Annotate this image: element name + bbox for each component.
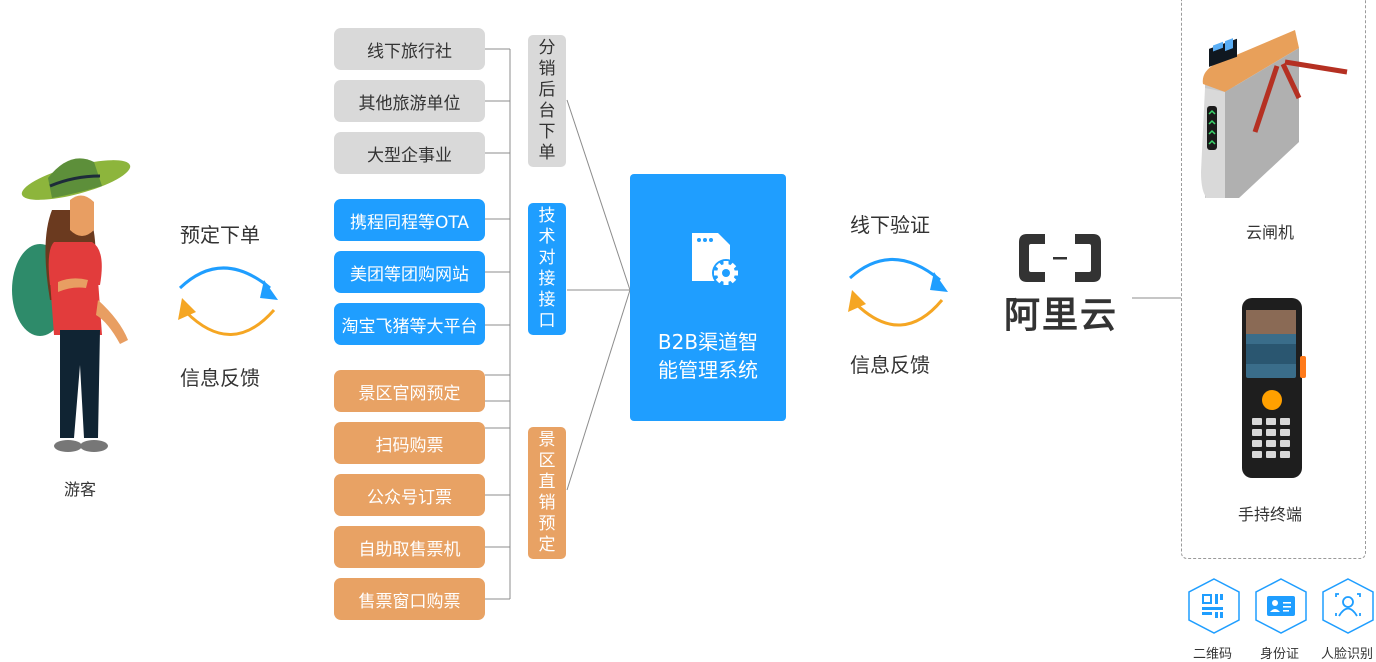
channel-orange-4: 自助取售票机 — [334, 526, 485, 568]
aliyun-logo-icon — [1019, 234, 1101, 282]
group-char: 定 — [538, 535, 556, 555]
turnstile-gate-image — [1201, 30, 1348, 198]
verify-label: 线下验证 — [850, 213, 930, 237]
feedback-label-right: 信息反馈 — [850, 353, 930, 377]
device-label-gate: 云闸机 — [1246, 223, 1295, 242]
group-char: 接 — [538, 269, 556, 289]
group-char: 区 — [538, 451, 556, 471]
group-char: 景 — [538, 430, 556, 450]
group-char: 直 — [538, 472, 556, 492]
devices-container — [1181, 0, 1366, 559]
channel-orange-5: 售票窗口购票 — [334, 578, 485, 620]
blue-arrowhead — [930, 272, 948, 292]
group-char: 后 — [538, 80, 556, 100]
document-gear-icon — [692, 233, 740, 287]
qr-code-icon — [1188, 578, 1240, 634]
group-char: 单 — [538, 143, 556, 163]
channel-orange-3: 公众号订票 — [334, 474, 485, 516]
blue-arrow-arc — [848, 258, 941, 282]
channel-orange-2: 扫码购票 — [334, 422, 485, 464]
blue-arrow-arc — [178, 266, 271, 290]
channel-orange-1: 景区官网预定 — [334, 370, 485, 412]
channel-gray-2: 其他旅游单位 — [334, 80, 485, 122]
face-recognition-icon — [1322, 578, 1374, 634]
handheld-terminal-image — [1242, 298, 1306, 478]
group-direct: 景 区 直 销 预 定 — [528, 427, 566, 559]
central-title-line2: 能管理系统 — [658, 358, 758, 382]
device-label-handheld: 手持终端 — [1238, 505, 1303, 524]
verify-label-qr: 二维码 — [1193, 647, 1233, 662]
verify-label-face: 人脸识别 — [1321, 647, 1374, 662]
group-char: 分 — [538, 38, 556, 58]
verify-label-id: 身份证 — [1260, 647, 1300, 662]
central-system-box: B2B渠道智 能管理系统 — [630, 174, 786, 421]
group-char: 销 — [538, 493, 556, 513]
group-char: 预 — [538, 514, 556, 534]
channel-blue-3: 淘宝飞猪等大平台 — [334, 303, 485, 345]
orange-arrowhead — [178, 298, 196, 320]
group-char: 台 — [538, 101, 556, 121]
channel-gray-1: 线下旅行社 — [334, 28, 485, 70]
tourist-illustration — [12, 158, 131, 452]
channel-gray-3: 大型企事业 — [334, 132, 485, 174]
channel-blue-1: 携程同程等OTA — [334, 199, 485, 241]
orange-arrow-arc — [854, 299, 944, 327]
group-char: 下 — [538, 122, 556, 142]
group-char: 对 — [538, 248, 556, 268]
group-char: 术 — [538, 227, 556, 247]
order-label: 预定下单 — [180, 223, 260, 247]
tourist-label: 游客 — [64, 480, 97, 499]
id-card-icon — [1255, 578, 1307, 634]
group-char: 技 — [538, 206, 556, 226]
orange-arrowhead — [848, 290, 866, 312]
group-char: 口 — [538, 311, 556, 331]
central-title-line1: B2B渠道智 — [657, 330, 759, 354]
group-char: 销 — [538, 59, 556, 79]
channel-blue-2: 美团等团购网站 — [334, 251, 485, 293]
feedback-label-left: 信息反馈 — [180, 366, 260, 390]
cloud-name: 阿里云 — [1004, 295, 1119, 336]
blue-arrowhead — [260, 280, 278, 300]
exchange-arrows-right — [848, 258, 948, 327]
orange-arrow-arc — [184, 309, 276, 336]
group-char: 接 — [538, 290, 556, 310]
exchange-arrows-left — [178, 266, 278, 336]
group-api: 技 术 对 接 接 口 — [528, 203, 566, 335]
group-distribution: 分 销 后 台 下 单 — [528, 35, 566, 167]
